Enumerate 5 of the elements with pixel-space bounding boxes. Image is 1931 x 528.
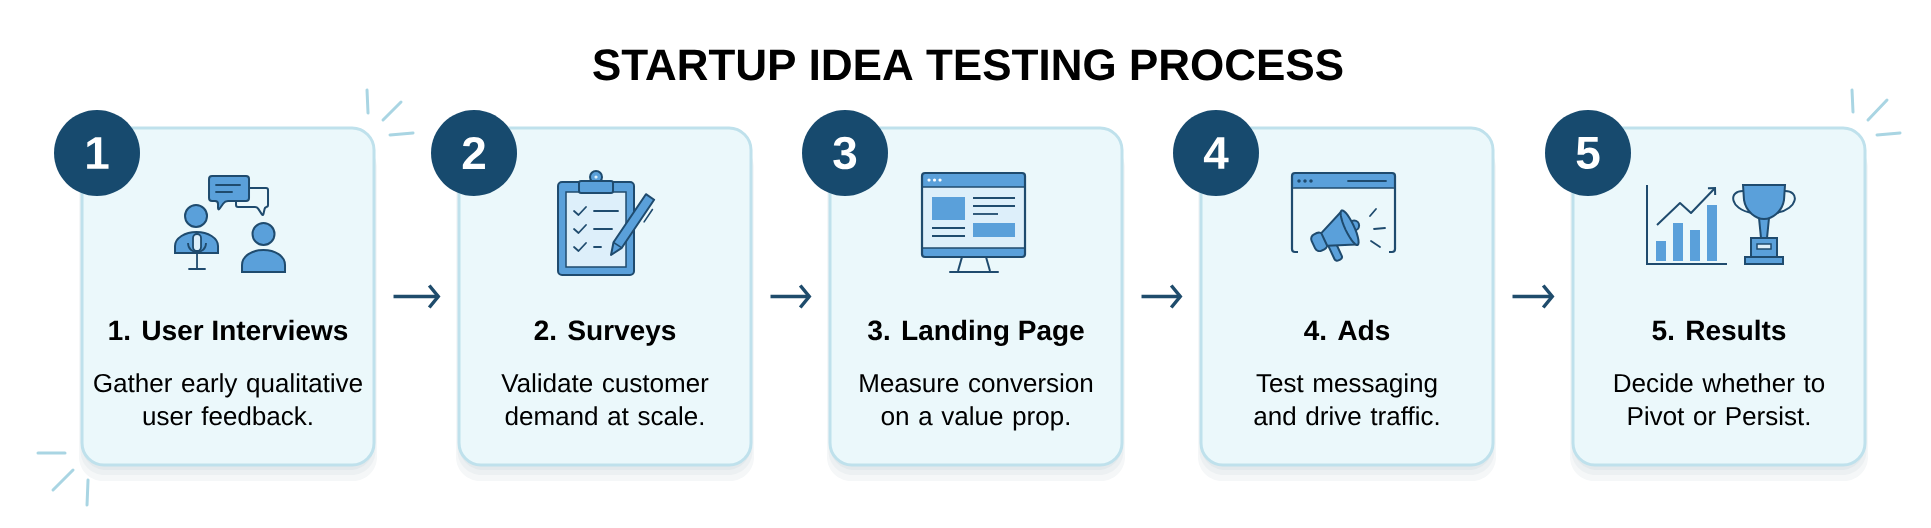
arrow [1512,284,1555,309]
arrow [770,284,812,309]
arrow [393,284,441,309]
arrow [1141,284,1183,309]
title: STARTUP IDEA TESTING PROCESS [593,49,1343,81]
